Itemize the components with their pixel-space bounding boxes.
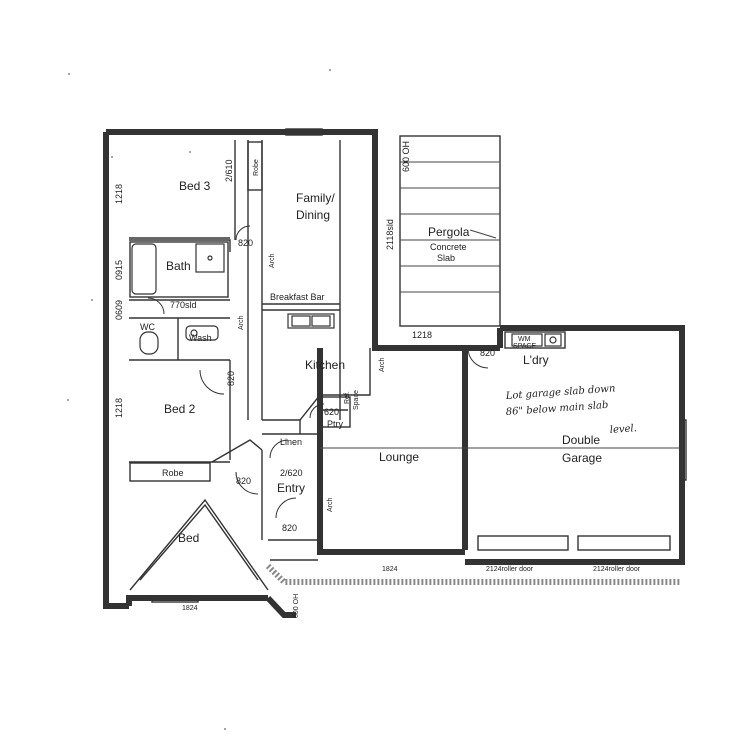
dim-820-ldry: 820 — [480, 348, 495, 358]
label-wc: WC — [140, 322, 155, 332]
label-breakfast-bar: Breakfast Bar — [270, 292, 325, 302]
dim-2124-b: 2124roller door — [593, 566, 641, 573]
scan-specks — [67, 69, 331, 730]
label-lounge: Lounge — [379, 450, 419, 464]
label-robe-top: Robe — [253, 159, 260, 176]
dim-1218-top: 1218 — [114, 184, 124, 204]
dimension-labels: 1218 0915 0609 1218 2/610 820 770sld 820… — [114, 141, 641, 618]
room-labels: Bed 3 Family/ Dining Bath WC Wash Kitche… — [140, 159, 602, 545]
dim-2610: 2/610 — [224, 159, 234, 182]
note-line-3: level. — [609, 423, 637, 436]
dim-1218-bot: 1218 — [114, 398, 124, 418]
dim-0915: 0915 — [114, 260, 124, 280]
door-swings — [147, 225, 489, 519]
arch-3: Arch — [379, 358, 386, 373]
label-slab: Slab — [437, 253, 455, 263]
dim-0609: 0609 — [114, 300, 124, 320]
dim-820-door: 820 — [282, 523, 297, 533]
dim-600oh-bot: 600 OH — [293, 594, 300, 618]
arch-2: Arch — [238, 316, 245, 331]
label-ptry: Ptry — [327, 419, 344, 429]
dim-820-entry: 820 — [236, 476, 251, 486]
label-bed3: Bed 3 — [179, 179, 211, 193]
label-bed: Bed — [178, 531, 199, 545]
label-space: Space — [353, 390, 360, 410]
label-wm-space: SPACE — [513, 343, 537, 350]
exterior-walls — [103, 129, 685, 618]
dim-820-a: 820 — [238, 238, 253, 248]
arch-4: Arch — [327, 498, 334, 513]
dim-600oh-top: 600 OH — [401, 141, 411, 172]
label-family: Family/ — [296, 191, 335, 205]
label-robe: Robe — [162, 468, 184, 478]
label-laundry: L'dry — [523, 353, 549, 367]
label-ref: Ref. — [344, 391, 351, 404]
dim-820-b: 820 — [226, 371, 236, 386]
handwritten-note: Lot garage slab down 86" below main slab… — [504, 383, 637, 436]
label-garage: Garage — [562, 451, 602, 465]
label-kitchen: Kitchen — [305, 358, 345, 372]
dim-1824-lounge: 1824 — [382, 566, 398, 573]
dim-2620: 2/620 — [280, 468, 303, 478]
label-double: Double — [562, 433, 600, 447]
arch-1: Arch — [269, 254, 276, 269]
label-concrete: Concrete — [430, 242, 467, 252]
label-wm: WM — [518, 336, 531, 343]
interior-walls — [129, 128, 687, 603]
dim-2124-a: 2124roller door — [486, 566, 534, 573]
label-pergola: Pergola — [428, 225, 470, 239]
dim-1218-pergola: 1218 — [412, 330, 432, 340]
dim-1824-bed: 1824 — [182, 605, 198, 612]
label-wash: Wash — [189, 333, 212, 343]
label-bath: Bath — [166, 259, 191, 273]
label-entry: Entry — [277, 481, 305, 495]
note-line-2: 86" below main slab — [505, 400, 608, 418]
label-linen: Linen — [280, 437, 302, 447]
label-bed2: Bed 2 — [164, 402, 196, 416]
note-line-1: Lot garage slab down — [504, 383, 615, 402]
dim-770sld: 770sld — [170, 300, 197, 310]
dim-2118sld: 2118sld — [385, 219, 395, 250]
dim-620: 620 — [324, 407, 339, 417]
label-dining: Dining — [296, 208, 330, 222]
